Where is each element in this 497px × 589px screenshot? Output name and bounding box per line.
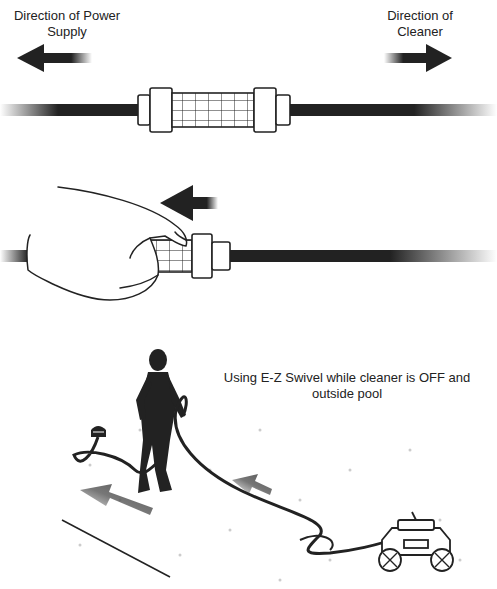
direction-label: Direction of Power Supply <box>12 8 122 40</box>
usage-note: Using E-Z Swivel while cleaner is OFF an… <box>222 370 472 402</box>
direction-label: Direction of Cleaner <box>370 8 470 40</box>
